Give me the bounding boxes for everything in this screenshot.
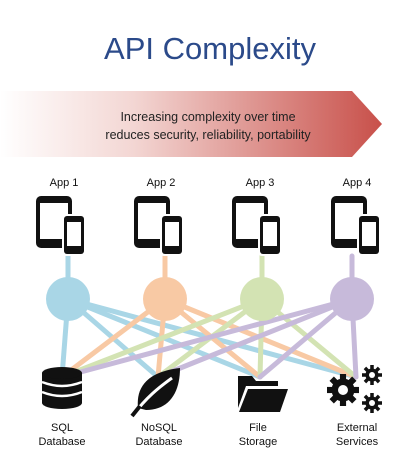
backend-label: Services xyxy=(336,436,379,448)
backend-label: Database xyxy=(38,436,85,448)
complexity-arrow xyxy=(0,91,382,157)
gears-icon xyxy=(327,365,382,413)
app-label: App 1 xyxy=(50,177,79,189)
backend-label: File xyxy=(249,422,267,434)
mobile-devices-icon xyxy=(331,196,381,256)
app-hub-circle xyxy=(143,277,187,321)
app-hub-circle xyxy=(330,277,374,321)
backend-label: Storage xyxy=(239,436,278,448)
leaf-icon xyxy=(130,368,180,418)
page-title: API Complexity xyxy=(104,31,316,66)
backend-label: Database xyxy=(135,436,182,448)
app-hub-circle xyxy=(46,277,90,321)
database-icon xyxy=(41,367,83,409)
app-label: App 2 xyxy=(147,177,176,189)
app-label: App 3 xyxy=(246,177,275,189)
app-hub-circle xyxy=(240,277,284,321)
backend-label: SQL xyxy=(51,422,73,434)
backend-label: External xyxy=(337,422,377,434)
mobile-devices-icon xyxy=(36,196,86,256)
banner-line-2: reduces security, reliability, portabili… xyxy=(105,128,311,142)
folder-icon xyxy=(238,376,288,412)
backend-label: NoSQL xyxy=(141,422,177,434)
connection-line xyxy=(59,296,355,380)
connection-lines xyxy=(59,253,359,380)
mobile-devices-icon xyxy=(134,196,184,256)
connection-line xyxy=(155,296,355,380)
mobile-devices-icon xyxy=(232,196,282,256)
connection-line xyxy=(59,296,265,380)
banner-line-1: Increasing complexity over time xyxy=(120,110,295,124)
app-label: App 4 xyxy=(343,177,372,189)
